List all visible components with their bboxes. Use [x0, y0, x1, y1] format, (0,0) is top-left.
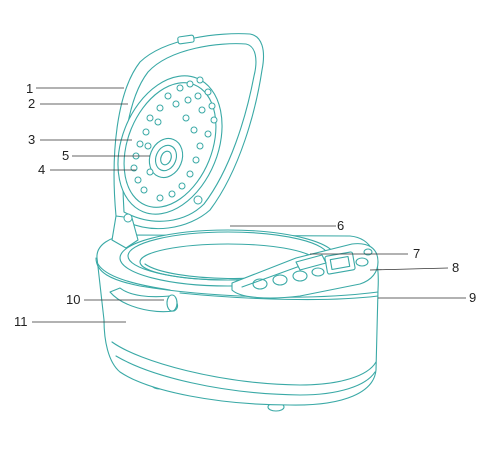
callout-1: 1 — [26, 81, 33, 96]
body-rim-inner — [97, 263, 171, 291]
body-rim-lower — [95, 257, 379, 298]
steam-vent — [177, 34, 195, 45]
cooker-lid — [111, 33, 265, 249]
panel-button-5 — [355, 257, 369, 267]
callout-9: 9 — [469, 290, 476, 305]
handle-pivot — [166, 294, 178, 312]
panel-button-4 — [311, 267, 325, 277]
callout-2: 2 — [28, 96, 35, 111]
hinge-hole-left — [123, 213, 133, 223]
panel-display-screen — [329, 255, 351, 271]
inner-lid-gasket — [123, 82, 217, 208]
callout-numbers: 1 2 3 4 5 6 7 8 9 10 11 — [14, 81, 476, 329]
leader-lines — [32, 87, 466, 323]
body-front-seam — [179, 292, 379, 301]
lid-inner-edge — [122, 43, 257, 222]
callout-8: 8 — [452, 260, 459, 275]
inner-lid-holes — [130, 76, 218, 202]
panel-button-6 — [363, 248, 373, 256]
callout-5: 5 — [62, 148, 69, 163]
callout-11: 11 — [14, 314, 28, 329]
callout-7: 7 — [413, 246, 420, 261]
body-band-lower — [115, 355, 376, 396]
steam-valve-ring — [154, 144, 178, 172]
callout-4: 4 — [38, 162, 45, 177]
control-panel — [231, 243, 379, 299]
panel-button-3 — [292, 270, 308, 282]
panel-button-1 — [252, 278, 268, 290]
callout-10: 10 — [66, 292, 80, 307]
callout-3: 3 — [28, 132, 35, 147]
body-band-upper — [111, 341, 377, 386]
leader-8 — [369, 267, 449, 271]
panel-button-2 — [272, 274, 288, 286]
callout-6: 6 — [337, 218, 344, 233]
hinge-hole-right — [193, 195, 203, 205]
lid-release-button — [295, 254, 327, 271]
steam-valve-cap — [160, 150, 172, 166]
